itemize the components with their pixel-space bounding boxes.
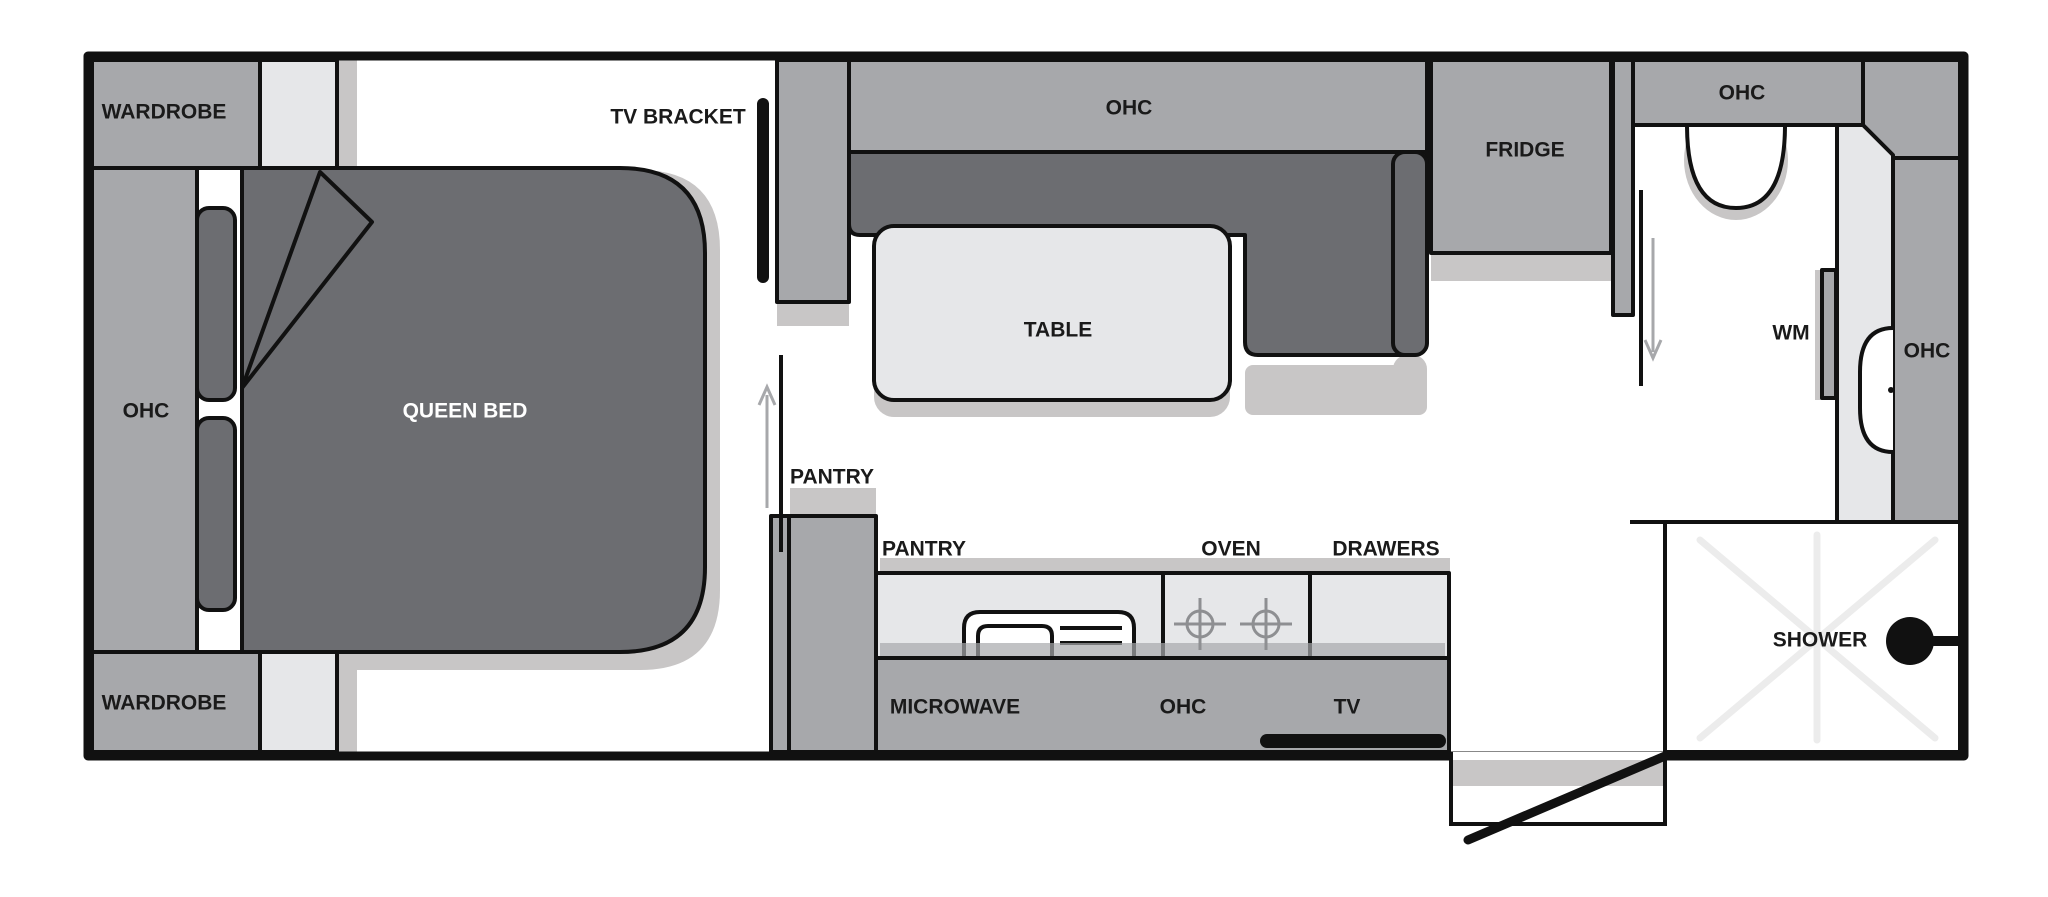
bedside-table-upper (195, 206, 237, 402)
bedroom (90, 58, 707, 754)
entry-door (1463, 751, 1670, 845)
wardrobe-door-shadow-bottom (337, 652, 357, 752)
dining-table (872, 224, 1232, 402)
basin-tap-icon (1888, 387, 1894, 393)
lounge-seat-shadow (1245, 365, 1427, 415)
fridge-partition (1611, 58, 1635, 317)
bath-vanity (1835, 123, 1895, 524)
fridge-shadow (1431, 253, 1611, 281)
label-table: TABLE (1024, 319, 1092, 342)
shower-drain-icon (1696, 531, 1939, 744)
label-wm: WM (1772, 322, 1809, 345)
lounge-arm-shadow (1393, 355, 1427, 415)
shower-arm (1930, 636, 1960, 646)
label-queen-bed: QUEEN BED (403, 400, 528, 423)
label-ohc-lounge: OHC (1106, 97, 1153, 120)
label-wardrobe-bottom: WARDROBE (102, 692, 227, 715)
dinette (775, 58, 1429, 402)
bath-basin (1858, 326, 1894, 454)
bench-front-shade (880, 643, 1445, 656)
label-tv-bracket: TV BRACKET (610, 106, 746, 129)
room-labels: WARDROBE WARDROBE OHC QUEEN BED TV BRACK… (102, 82, 1951, 719)
outer-wall (83, 51, 1969, 761)
label-ohc-bath-top: OHC (1719, 82, 1766, 105)
entry-step (1449, 752, 1667, 826)
ohc-bed-side-cabinet (90, 166, 199, 654)
shower (1630, 520, 1962, 754)
label-shower: SHOWER (1773, 629, 1868, 652)
wardrobe-bottom-door (258, 650, 339, 754)
cooktop-burners (1174, 598, 1292, 650)
label-oven: OVEN (1201, 538, 1261, 561)
wardrobe-door-shadow-top (337, 60, 357, 168)
tv-bracket (757, 98, 769, 283)
bed-blanket-fold (240, 170, 374, 390)
label-tv: TV (1334, 696, 1361, 719)
lounge-seat-arm (1391, 150, 1429, 357)
label-fridge: FRIDGE (1485, 139, 1564, 162)
label-drawers: DRAWERS (1332, 538, 1439, 561)
label-ohc-kitchen: OHC (1160, 696, 1207, 719)
arrow-down-icon (1643, 339, 1663, 362)
bathroom (1631, 58, 1962, 524)
wardrobe-top (90, 58, 262, 170)
arrow-up-icon (757, 383, 777, 406)
bedside-table-lower (195, 416, 237, 612)
queen-bed (240, 166, 707, 654)
label-microwave: MICROWAVE (890, 696, 1020, 719)
shower-head-icon (1886, 617, 1934, 665)
label-wardrobe-top: WARDROBE (102, 101, 227, 124)
sink-bowl (976, 624, 1054, 658)
label-ohc-bath-side: OHC (1904, 340, 1951, 363)
kitchen-tv (1260, 734, 1446, 748)
washing-machine (1820, 268, 1838, 400)
label-pantry-upper: PANTRY (790, 466, 874, 489)
pantry-cabinet (787, 514, 878, 754)
wardrobe-top-door (258, 58, 339, 170)
pantry-upper-shadow (790, 488, 876, 516)
toilet (1685, 123, 1787, 210)
label-ohc-bed-side: OHC (123, 400, 170, 423)
label-pantry-lower: PANTRY (882, 538, 966, 561)
pantry-column (775, 58, 851, 304)
